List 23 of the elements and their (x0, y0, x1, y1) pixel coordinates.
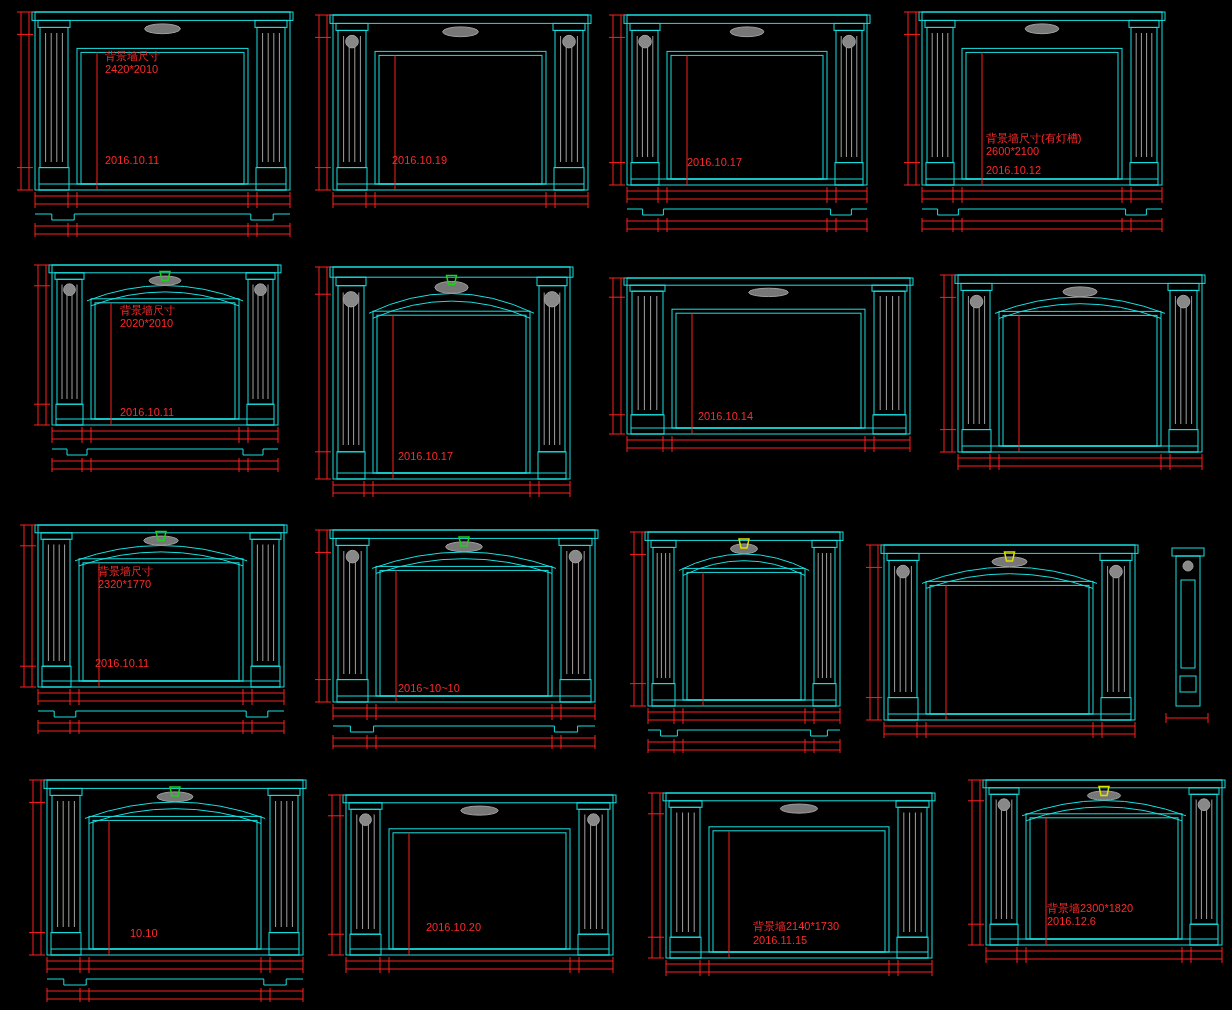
annotation-text: 2420*2010 (105, 63, 159, 75)
annotation-text: 2600*2100 (986, 145, 1040, 157)
annotation-text: 2016.12.6 (1047, 915, 1096, 927)
annotation-text: 背景墙尺寸 (105, 50, 160, 62)
annotation-text: 2016.10.20 (426, 921, 482, 933)
annotation-text: 2016.10.11 (120, 406, 175, 418)
annotation-text: 2016.10.14 (698, 410, 754, 422)
annotation-text: 2016.10.17 (398, 450, 454, 462)
annotation-text: 2320*1770 (98, 578, 152, 590)
annotation-text: 2020*2010 (120, 317, 174, 329)
annotation-text: 2016.10.12 (986, 164, 1042, 176)
annotation-text: 2016.10.19 (392, 154, 448, 166)
annotation-text: 2016.10.17 (687, 156, 743, 168)
annotation-text: 背景墙2140*1730 (753, 920, 840, 932)
annotation-text: 2016.10.11 (95, 657, 150, 669)
annotation-text: 10.10 (130, 927, 158, 939)
annotation-text: 背景墙尺寸 (120, 304, 175, 316)
annotation-text: 背景墙2300*1820 (1047, 902, 1134, 914)
annotation-text: 2016.10.11 (105, 154, 160, 166)
annotation-text: 背景墙尺寸(有灯槽) (986, 132, 1082, 144)
annotation-text: 2016.11.15 (753, 934, 808, 946)
annotation-text: 背景墙尺寸 (98, 565, 153, 577)
annotation-text: 2016~10~10 (398, 682, 460, 694)
